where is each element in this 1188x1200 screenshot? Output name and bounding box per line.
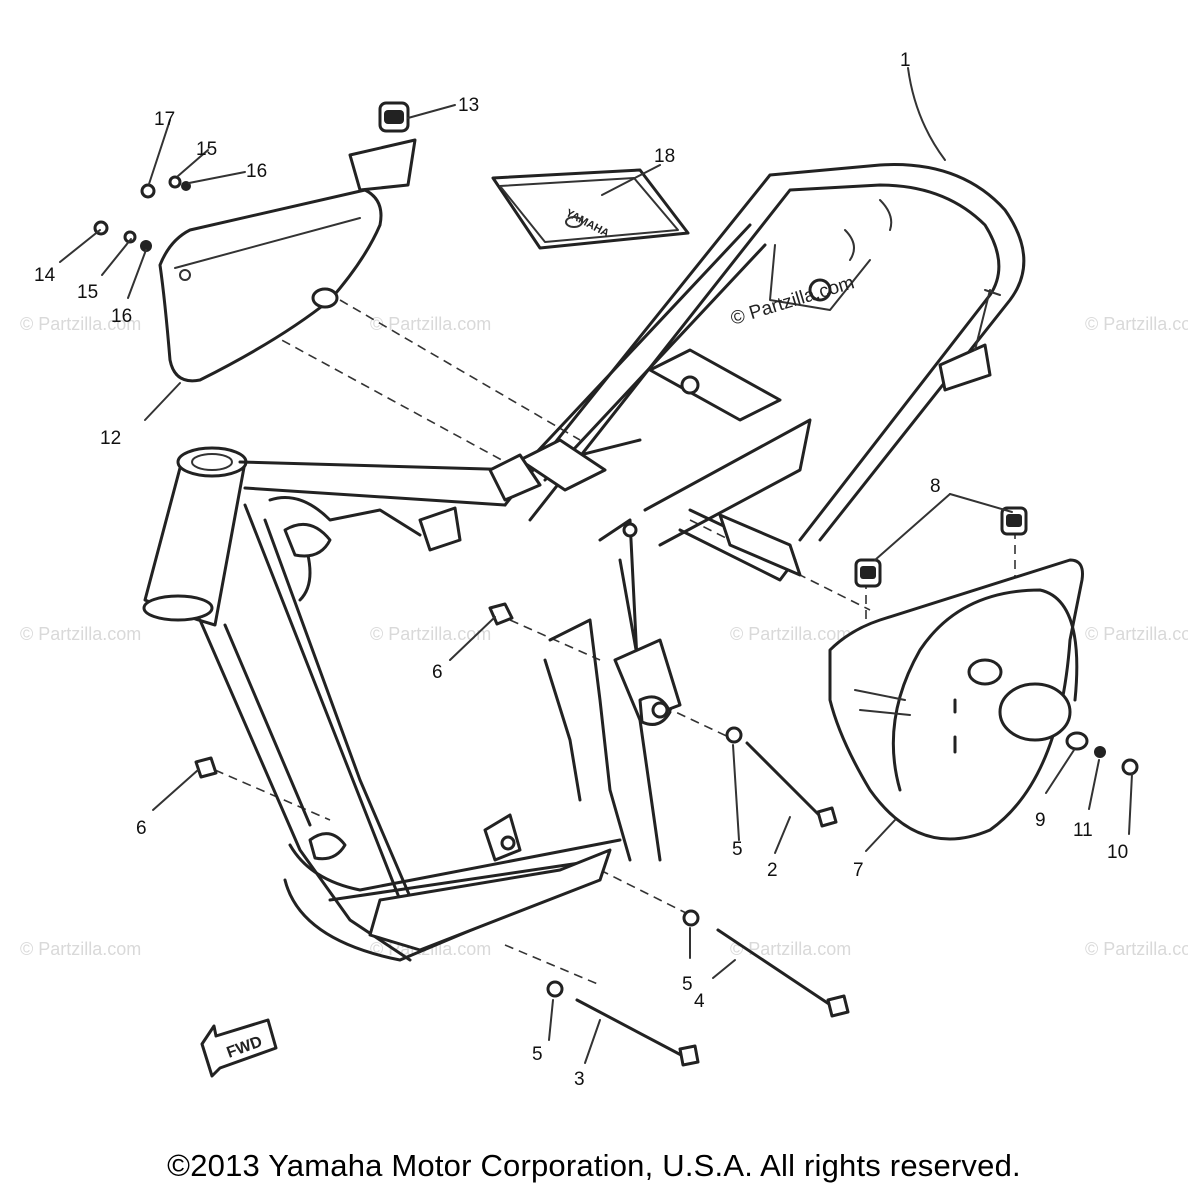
fwd-arrow: FWD (200, 1018, 278, 1078)
grommet-part-13 (378, 101, 410, 133)
callout-11: 11 (1073, 820, 1093, 841)
copyright-footer: ©2013 Yamaha Motor Corporation, U.S.A. A… (167, 1148, 1021, 1183)
watermark: © Partzilla.com (370, 624, 491, 644)
watermark: © Partzilla.com (730, 939, 851, 959)
callout-12: 12 (100, 428, 121, 449)
callout-8: 8 (930, 476, 941, 497)
right-cover-hardware (1065, 731, 1139, 776)
callout-6: 6 (432, 662, 443, 683)
main-frame (142, 163, 1026, 962)
left-side-cover (158, 138, 417, 383)
watermark: © Partzilla.com (1085, 314, 1188, 334)
callout-15: 15 (196, 139, 217, 160)
callout-13: 13 (458, 95, 479, 116)
watermark: © Partzilla.com (20, 624, 141, 644)
engine-mount-bolts (546, 726, 850, 1067)
callouts: 1 2 3 4 5 5 5 6 6 7 8 9 10 11 12 13 14 1… (34, 50, 1128, 1090)
watermark: © Partzilla.com (1085, 624, 1188, 644)
watermark: © Partzilla.com (20, 939, 141, 959)
callout-16: 16 (111, 306, 132, 327)
callout-4: 4 (694, 991, 705, 1012)
side-cover-hardware (93, 175, 191, 252)
watermark: © Partzilla.com (370, 314, 491, 334)
callout-5: 5 (732, 839, 743, 860)
callout-2: 2 (767, 860, 778, 881)
callout-16: 16 (246, 161, 267, 182)
callout-17: 17 (154, 109, 175, 130)
callout-15: 15 (77, 282, 98, 303)
callout-7: 7 (853, 860, 864, 881)
callout-5: 5 (532, 1044, 543, 1065)
callout-18: 18 (654, 146, 675, 167)
watermark: © Partzilla.com (20, 314, 141, 334)
leader-lines (59, 67, 1133, 1064)
grommets-part-8 (854, 506, 1028, 588)
emblem-plate-part-18: YAMAHA (491, 168, 690, 250)
callout-1: 1 (900, 50, 911, 71)
right-side-cover (828, 558, 1084, 841)
callout-3: 3 (574, 1069, 585, 1090)
watermark: © Partzilla.com (1085, 939, 1188, 959)
assembly-lines (189, 289, 1016, 986)
callout-5: 5 (682, 974, 693, 995)
callout-14: 14 (34, 265, 56, 286)
watermark: © Partzilla.com (730, 624, 851, 644)
callout-6: 6 (136, 818, 147, 839)
callout-9: 9 (1035, 810, 1046, 831)
callout-10: 10 (1107, 842, 1128, 863)
